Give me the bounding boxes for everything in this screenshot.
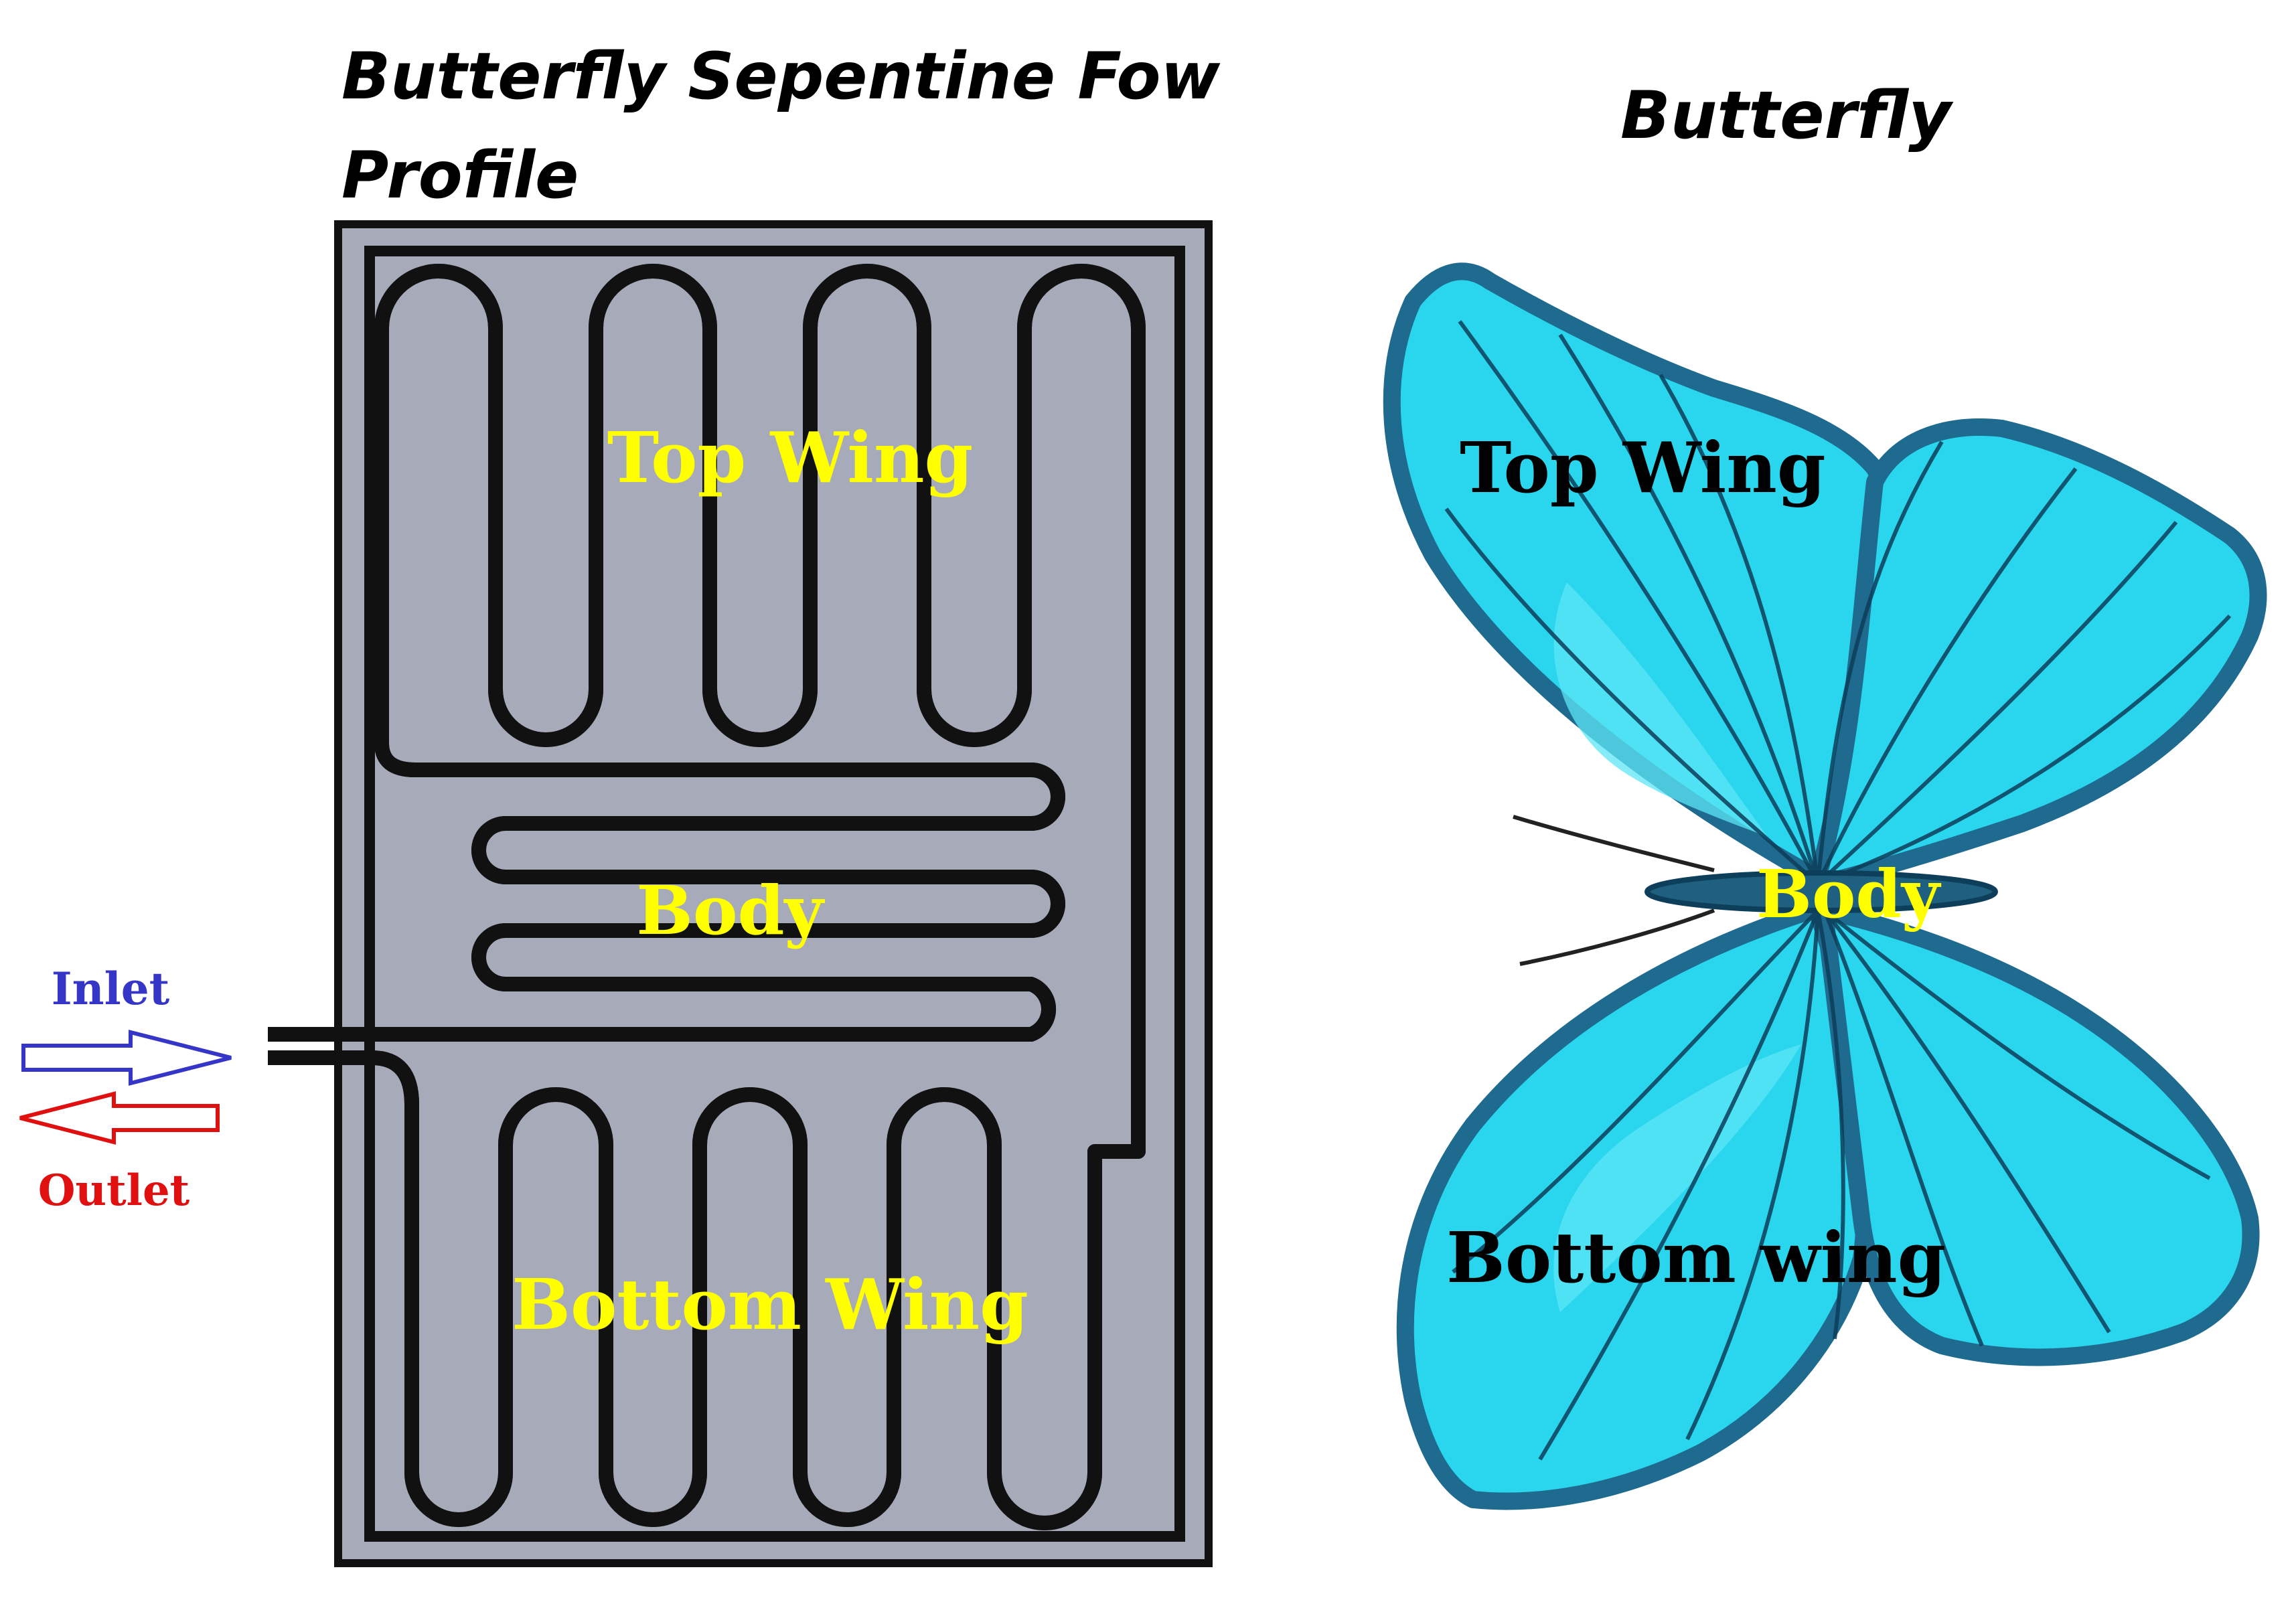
butterfly-label-top-wing: Top Wing <box>1460 426 1826 509</box>
butterfly-title: Butterfly <box>1620 78 1951 154</box>
wing-veins <box>1444 320 2232 1461</box>
flow-profile-title: Butterfly Sepentine Fow Profile <box>341 39 1221 213</box>
butterfly-label-bottom-wing: Bottom wing <box>1446 1216 1946 1299</box>
top-wing-left <box>1383 262 1894 886</box>
butterfly-illustration: Top Wing Body Bottom wing <box>1383 262 2267 1510</box>
outlet-label: Outlet <box>38 1166 190 1216</box>
flow-plate-diagram: Top Wing Body Bottom Wing Inlet Outlet <box>19 220 1213 1567</box>
inlet-label: Inlet <box>52 963 170 1015</box>
wing-shading <box>1553 582 1768 837</box>
antenna <box>1519 908 1715 966</box>
wing-shading <box>1553 1044 1801 1312</box>
plate-inner-border <box>364 246 1185 1542</box>
bottom-wing-right <box>1816 902 2260 1366</box>
antenna <box>1513 815 1715 872</box>
top-wing-right <box>1809 418 2267 892</box>
outlet-arrow-icon <box>19 1091 220 1145</box>
flow-label-top-wing: Top Wing <box>607 416 974 499</box>
serpentine-channel <box>268 271 1146 1523</box>
inlet-arrow-icon <box>21 1030 232 1086</box>
butterfly-body <box>1644 870 1998 913</box>
butterfly-label-body: Body <box>1756 856 1942 933</box>
flow-label-bottom-wing: Bottom Wing <box>512 1263 1028 1346</box>
flow-label-body: Body <box>636 871 825 950</box>
